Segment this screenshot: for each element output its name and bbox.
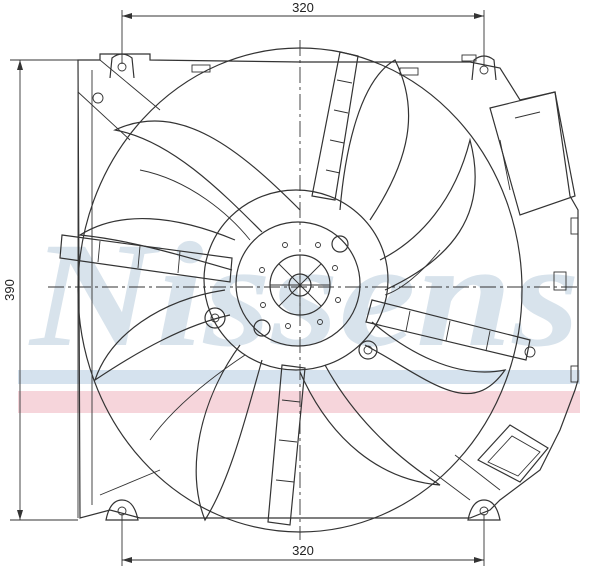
shroud-corner-tl <box>77 59 161 141</box>
arm-top-ribs <box>325 79 353 174</box>
resistor-box-inner <box>487 435 541 477</box>
hub-bolt-hole <box>335 297 341 303</box>
arm-left <box>59 234 233 283</box>
dim-top-arrow-left <box>122 13 132 19</box>
hub-bolt-hole <box>260 302 266 308</box>
hub-boss-left-inner <box>210 313 220 323</box>
hub-boss-right-inner <box>363 345 373 355</box>
hub-boss-top <box>331 235 349 253</box>
hub-bolt-holes <box>259 242 341 329</box>
side-tab-1 <box>570 217 579 235</box>
shroud-outline <box>77 53 579 519</box>
fan-blade-edge-3 <box>149 354 246 441</box>
watermark: Nissens <box>18 212 580 413</box>
center-lines <box>48 40 580 540</box>
dim-side-label: 390 <box>2 279 17 301</box>
arm-bottom <box>267 364 306 526</box>
lug-bottom-right <box>467 499 501 521</box>
hub-bolt-hole <box>315 242 321 248</box>
fan-blades <box>78 59 507 522</box>
hub-bolt-hole <box>282 242 288 248</box>
fan-blade-7 <box>93 289 231 382</box>
dim-bottom-arrow-right <box>474 557 484 563</box>
lug-top-left-hole <box>117 62 127 72</box>
arm-right-tip <box>524 346 536 358</box>
fan-blade-5 <box>299 364 441 486</box>
arm-right-ribs <box>405 310 491 352</box>
lug-top-right-hole <box>479 65 489 75</box>
dim-bottom-arrow-left <box>122 557 132 563</box>
hub-mount-bosses <box>204 235 378 360</box>
hub-boss-right <box>358 340 378 360</box>
fan-blade-4 <box>364 321 507 395</box>
dim-top-label: 320 <box>292 0 314 15</box>
watermark-band-blue <box>18 370 580 384</box>
fan-blade-8 <box>78 217 236 271</box>
shroud-frame <box>77 53 579 519</box>
fan-blade-3 <box>379 139 476 291</box>
frame-hole <box>92 92 104 104</box>
connector-detail <box>499 111 541 191</box>
resistor-box <box>477 424 549 483</box>
dim-bottom-label: 320 <box>292 543 314 558</box>
hub-bolt-hole <box>259 267 265 273</box>
hub-bolt-hole <box>285 323 291 329</box>
fan-blade-1 <box>113 120 301 233</box>
top-slot-1 <box>191 64 211 73</box>
motor-support-arms <box>59 51 536 526</box>
dim-side-arrow-bottom <box>17 510 23 520</box>
shroud-corner-bl <box>99 469 161 496</box>
hub-boss-bottom <box>253 319 271 337</box>
hub-bolt-hole <box>317 319 323 325</box>
hub-bolt-hole <box>332 265 338 271</box>
fan-blade-2 <box>339 59 410 221</box>
arm-right <box>365 299 531 361</box>
dim-top-arrow-right <box>474 13 484 19</box>
arm-top <box>311 51 359 201</box>
dimensions: 320 320 390 <box>2 0 485 566</box>
hub-shroud <box>203 189 389 371</box>
dim-side-arrow-top <box>17 60 23 70</box>
hub-boss-left <box>204 307 226 329</box>
shroud-corner-br <box>429 454 501 501</box>
arm-bottom-ribs <box>275 399 301 483</box>
hub-ring <box>235 221 361 347</box>
arm-left-ribs <box>97 240 181 274</box>
fan-blade-edge-2 <box>384 249 441 296</box>
side-tab-2 <box>553 271 567 291</box>
top-slot-2 <box>399 67 419 76</box>
connector-housing <box>489 91 576 216</box>
side-tab-3 <box>570 365 579 383</box>
fan-blade-edge-1 <box>139 169 251 241</box>
fan-blade-6 <box>195 344 263 522</box>
lug-bottom-left <box>105 499 139 521</box>
